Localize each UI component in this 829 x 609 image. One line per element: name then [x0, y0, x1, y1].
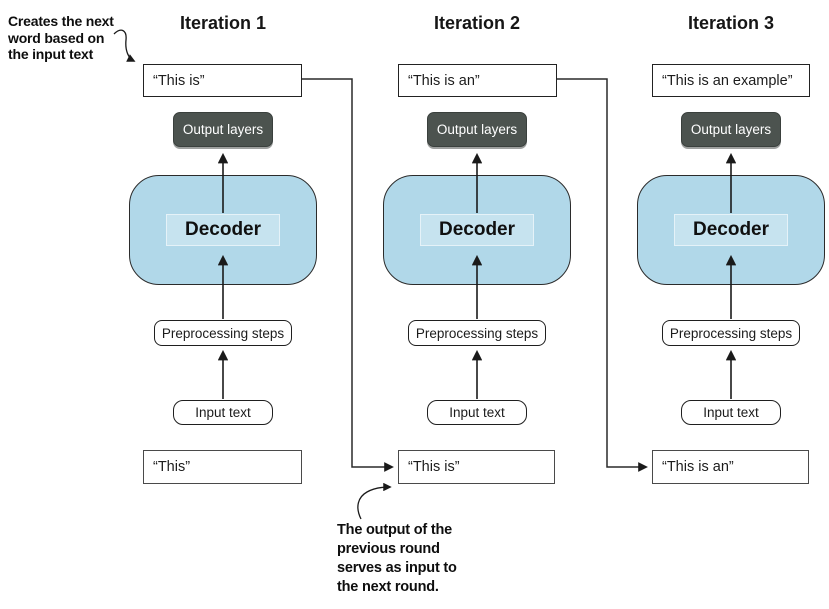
connector-iter2-to-iter3	[557, 78, 648, 472]
iteration-1-decoder-box: Decoder	[129, 175, 317, 285]
connector-iter1-to-iter2	[302, 78, 394, 472]
decoder-label: Decoder	[166, 214, 280, 246]
iteration-3-preprocessing-box: Preprocessing steps	[662, 320, 800, 346]
iteration-2-output-layers-box: Output layers	[427, 112, 527, 147]
iteration-2-decoder-box: Decoder	[383, 175, 571, 285]
iteration-3-decoder-box: Decoder	[637, 175, 825, 285]
iteration-1-output-text-box: “This is”	[143, 64, 302, 97]
iteration-2-header: Iteration 2	[433, 13, 521, 33]
iteration-3-header: Iteration 3	[687, 13, 775, 33]
annotation-top-left: Creates the next word based on the input…	[8, 13, 114, 62]
iteration-3-input-text-box: “This is an”	[652, 450, 809, 484]
iteration-3-output-layers-box: Output layers	[681, 112, 781, 147]
iteration-3-output-text-box: “This is an example”	[652, 64, 810, 97]
annotation-arrow-bottom	[357, 482, 392, 520]
iteration-1-preprocessing-box: Preprocessing steps	[154, 320, 292, 346]
iteration-2-input-text-box: “This is”	[398, 450, 555, 484]
iteration-1-input-label-box: Input text	[173, 400, 273, 425]
annotation-bottom: The output of the previous round serves …	[337, 522, 457, 595]
decoder-label: Decoder	[674, 214, 788, 246]
iteration-3-input-label-box: Input text	[681, 400, 781, 425]
iteration-1-output-layers-box: Output layers	[173, 112, 273, 147]
iteration-2-input-label-box: Input text	[427, 400, 527, 425]
decoder-label: Decoder	[420, 214, 534, 246]
iteration-1-input-text-box: “This”	[143, 450, 302, 484]
iteration-1-header: Iteration 1	[179, 13, 267, 33]
annotation-arrow-top-left	[113, 29, 136, 62]
iteration-2-output-text-box: “This is an”	[398, 64, 557, 97]
iteration-2-preprocessing-box: Preprocessing steps	[408, 320, 546, 346]
